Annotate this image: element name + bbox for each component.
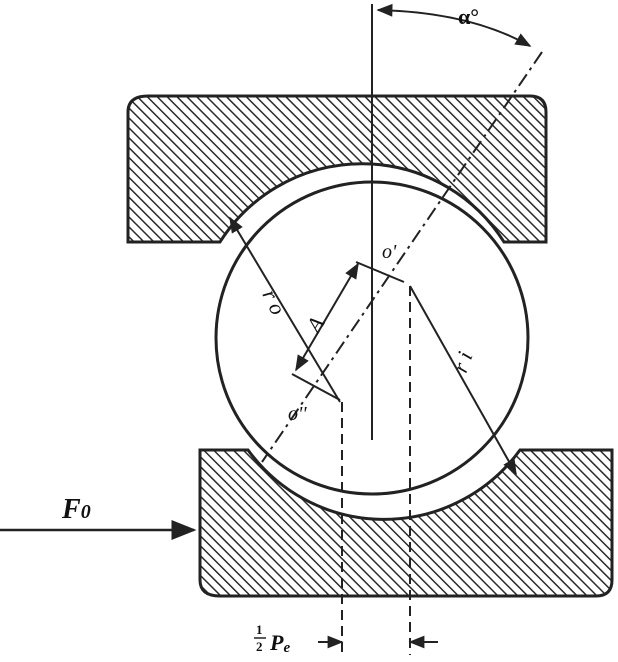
dimension-A-tick-upper — [355, 261, 405, 283]
force-label: F0 — [61, 494, 91, 525]
o-double-prime-label: o'' — [288, 403, 307, 425]
alpha-label: α° — [458, 4, 479, 29]
alpha-arc — [376, 3, 532, 47]
dimension-A-tick-lower — [291, 373, 341, 401]
force-label-main: F — [61, 494, 81, 525]
force-label-sub: 0 — [81, 501, 91, 523]
radius-ro-line — [229, 216, 341, 403]
contact-angle-line — [261, 51, 543, 463]
inner-ring — [198, 448, 614, 598]
pe-label-sub: e — [283, 640, 290, 656]
outer-ring — [126, 94, 548, 244]
dimension-A-arrow — [295, 262, 359, 372]
pe-label: Pe — [269, 630, 290, 656]
radius-ri-line — [409, 285, 517, 476]
o-prime-label: o' — [382, 241, 397, 263]
pe-label-main: P — [269, 630, 284, 655]
half-numerator: 1 — [256, 622, 263, 637]
half-denominator: 2 — [256, 639, 263, 654]
